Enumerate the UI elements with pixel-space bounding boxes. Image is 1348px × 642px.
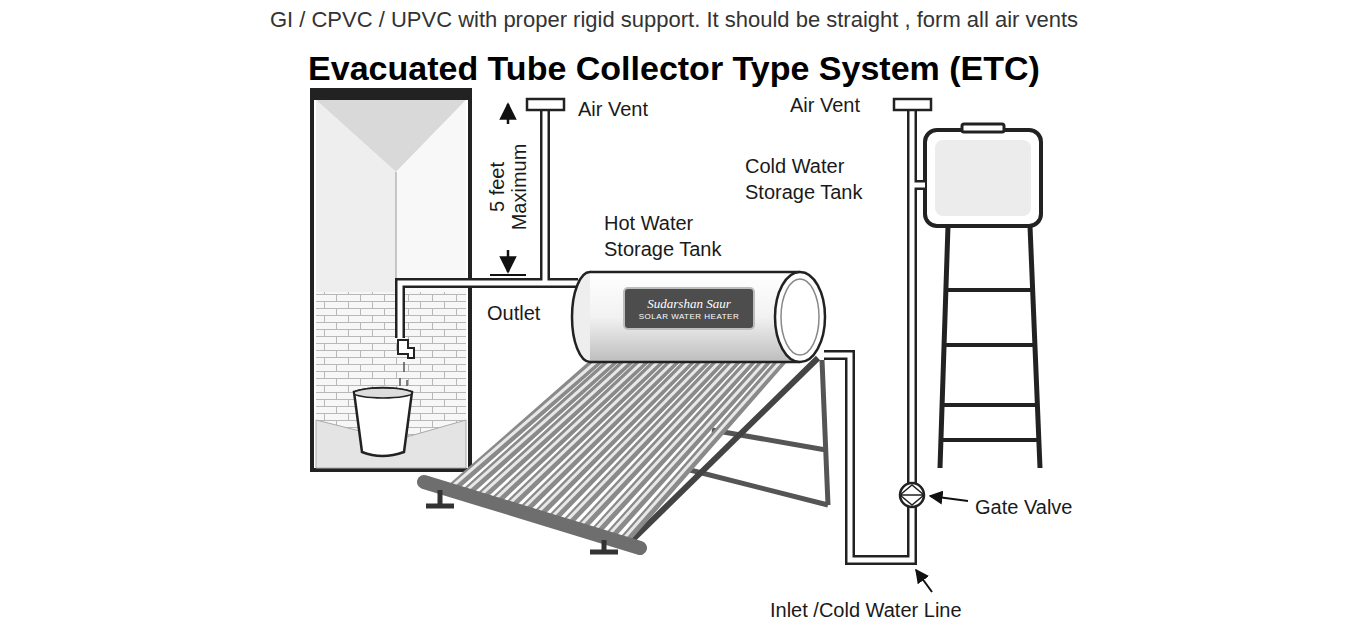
dimension-arrow <box>507 250 510 272</box>
bucket <box>354 388 412 456</box>
part-label: Cold Water Storage Tank <box>745 153 895 205</box>
part-label: Air Vent <box>578 96 648 122</box>
leader-arrow <box>930 496 968 501</box>
air-vent-cap <box>527 99 564 110</box>
cold-tank-shade <box>935 140 1031 216</box>
part-label: Outlet <box>487 300 540 326</box>
tube-highlight <box>463 349 627 495</box>
tube-highlight <box>535 352 699 516</box>
air-vent-cap <box>894 99 931 110</box>
tube-highlight <box>579 353 743 527</box>
tank-edges <box>590 272 800 362</box>
brand-tagline: SOLAR WATER HEATER <box>631 312 747 322</box>
part-label: Gate Valve <box>975 494 1072 520</box>
bottom-manifold <box>424 482 640 552</box>
cold-water-tank <box>925 130 1041 226</box>
pipe-core <box>400 108 925 560</box>
gate-valve <box>900 483 924 507</box>
corner-line <box>396 172 397 292</box>
tube-highlight <box>622 355 786 540</box>
tile-wall <box>316 292 466 468</box>
stand-rungs <box>941 290 1039 440</box>
part-label: Inlet /Cold Water Line <box>770 597 962 623</box>
cold-tank-lid <box>962 124 1004 132</box>
pipes <box>400 99 931 560</box>
right-wall <box>396 100 466 292</box>
tank-end-ring <box>781 279 819 355</box>
leader-arrow <box>916 570 932 592</box>
tube-highlight <box>521 351 685 511</box>
water-drops <box>400 362 407 386</box>
brand-name: Sudarshan Saur <box>631 296 747 312</box>
tube-highlight <box>550 352 714 519</box>
tank-body <box>590 272 800 362</box>
cold-water-stand <box>925 124 1041 468</box>
bucket-rim <box>354 388 412 398</box>
ceiling-band <box>312 90 470 100</box>
part-label: Air Vent <box>790 92 860 118</box>
dimension-arrow <box>507 104 510 124</box>
pipe-outline <box>400 108 925 560</box>
bottom-rail <box>424 482 640 548</box>
tube-highlight <box>564 353 728 524</box>
brand-badge: Sudarshan SaurSOLAR WATER HEATER <box>623 287 755 330</box>
tube-highlight <box>593 354 757 532</box>
hot-water-tank <box>572 272 825 362</box>
tube-highlight <box>477 349 641 498</box>
leader-arrows <box>490 104 968 592</box>
tube-highlight <box>506 350 670 506</box>
tube-highlight <box>492 350 656 503</box>
diagram-title: Evacuated Tube Collector Type System (ET… <box>0 48 1348 89</box>
tube-highlight <box>608 355 772 537</box>
feet <box>426 490 618 552</box>
installation-note: GI / CPVC / UPVC with proper rigid suppo… <box>0 6 1348 35</box>
tank-right-end <box>775 272 825 362</box>
part-label: Hot Water Storage Tank <box>604 210 754 262</box>
left-wall <box>316 100 396 292</box>
dimension-tick <box>490 274 526 276</box>
stand-legs <box>940 226 1040 468</box>
valve-body <box>900 483 924 507</box>
tap <box>398 340 414 358</box>
valve-mark <box>900 485 924 505</box>
dimension-label: 5 feet Maximum <box>486 132 530 242</box>
